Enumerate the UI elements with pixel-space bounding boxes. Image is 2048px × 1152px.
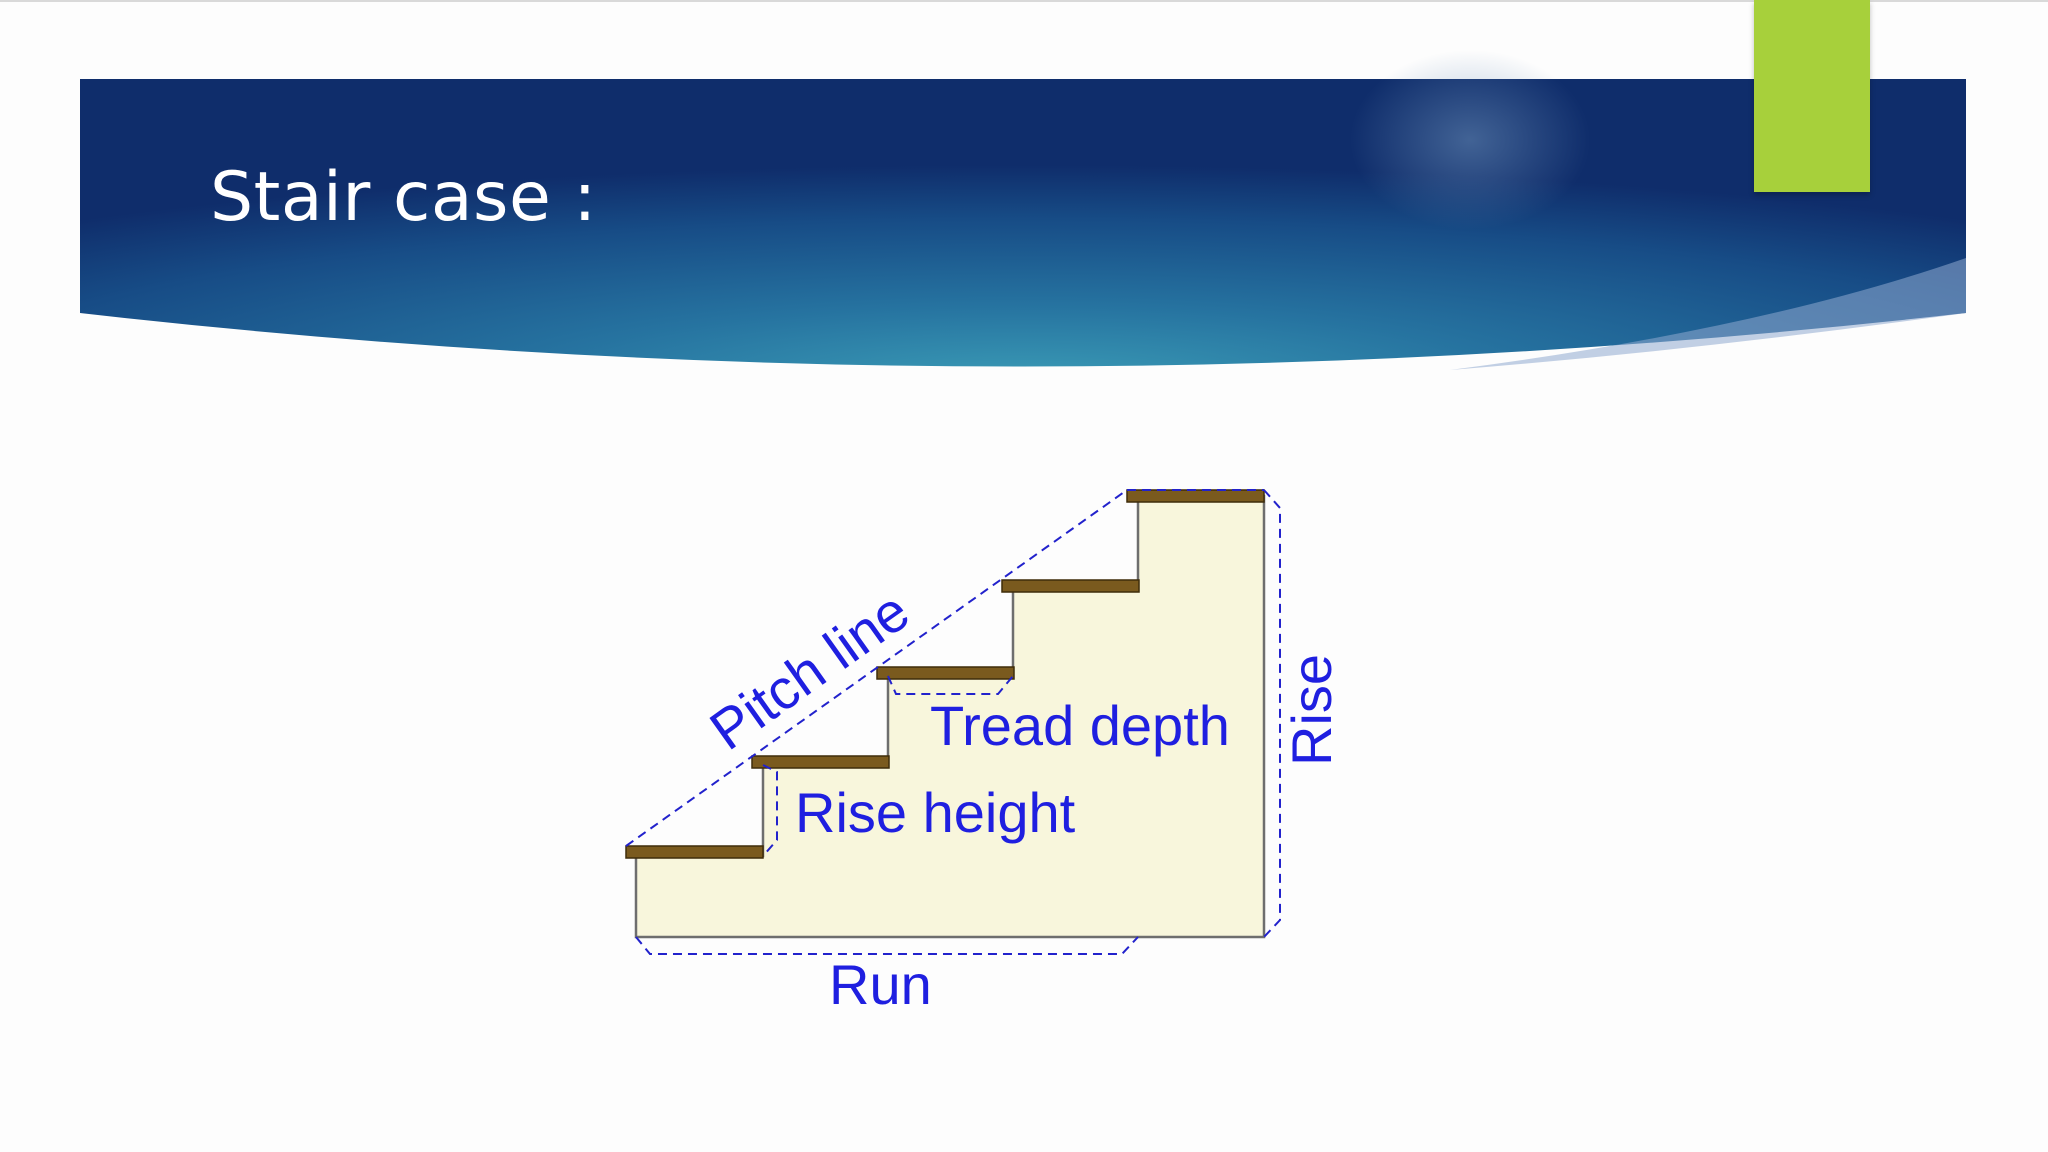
pitch-line [625,489,1128,847]
tread-3 [876,666,1015,680]
run-dimension-line [635,936,1139,955]
rise-label: Rise [1280,654,1343,766]
slide-top-border [0,0,2048,2]
rise-dimension-line [1263,489,1281,938]
title-banner [80,50,1966,370]
slide-title: Stair case : [210,158,597,237]
tread-1 [625,845,764,859]
accent-bar [1754,0,1870,192]
tread-depth-label: Tread depth [930,694,1230,757]
rise-height-dimension-line [762,764,778,857]
run-label: Run [829,953,932,1016]
rise-height-label: Rise height [795,781,1076,844]
tread-5 [1126,489,1265,503]
tread-4 [1001,579,1140,593]
tread-2 [751,755,890,769]
